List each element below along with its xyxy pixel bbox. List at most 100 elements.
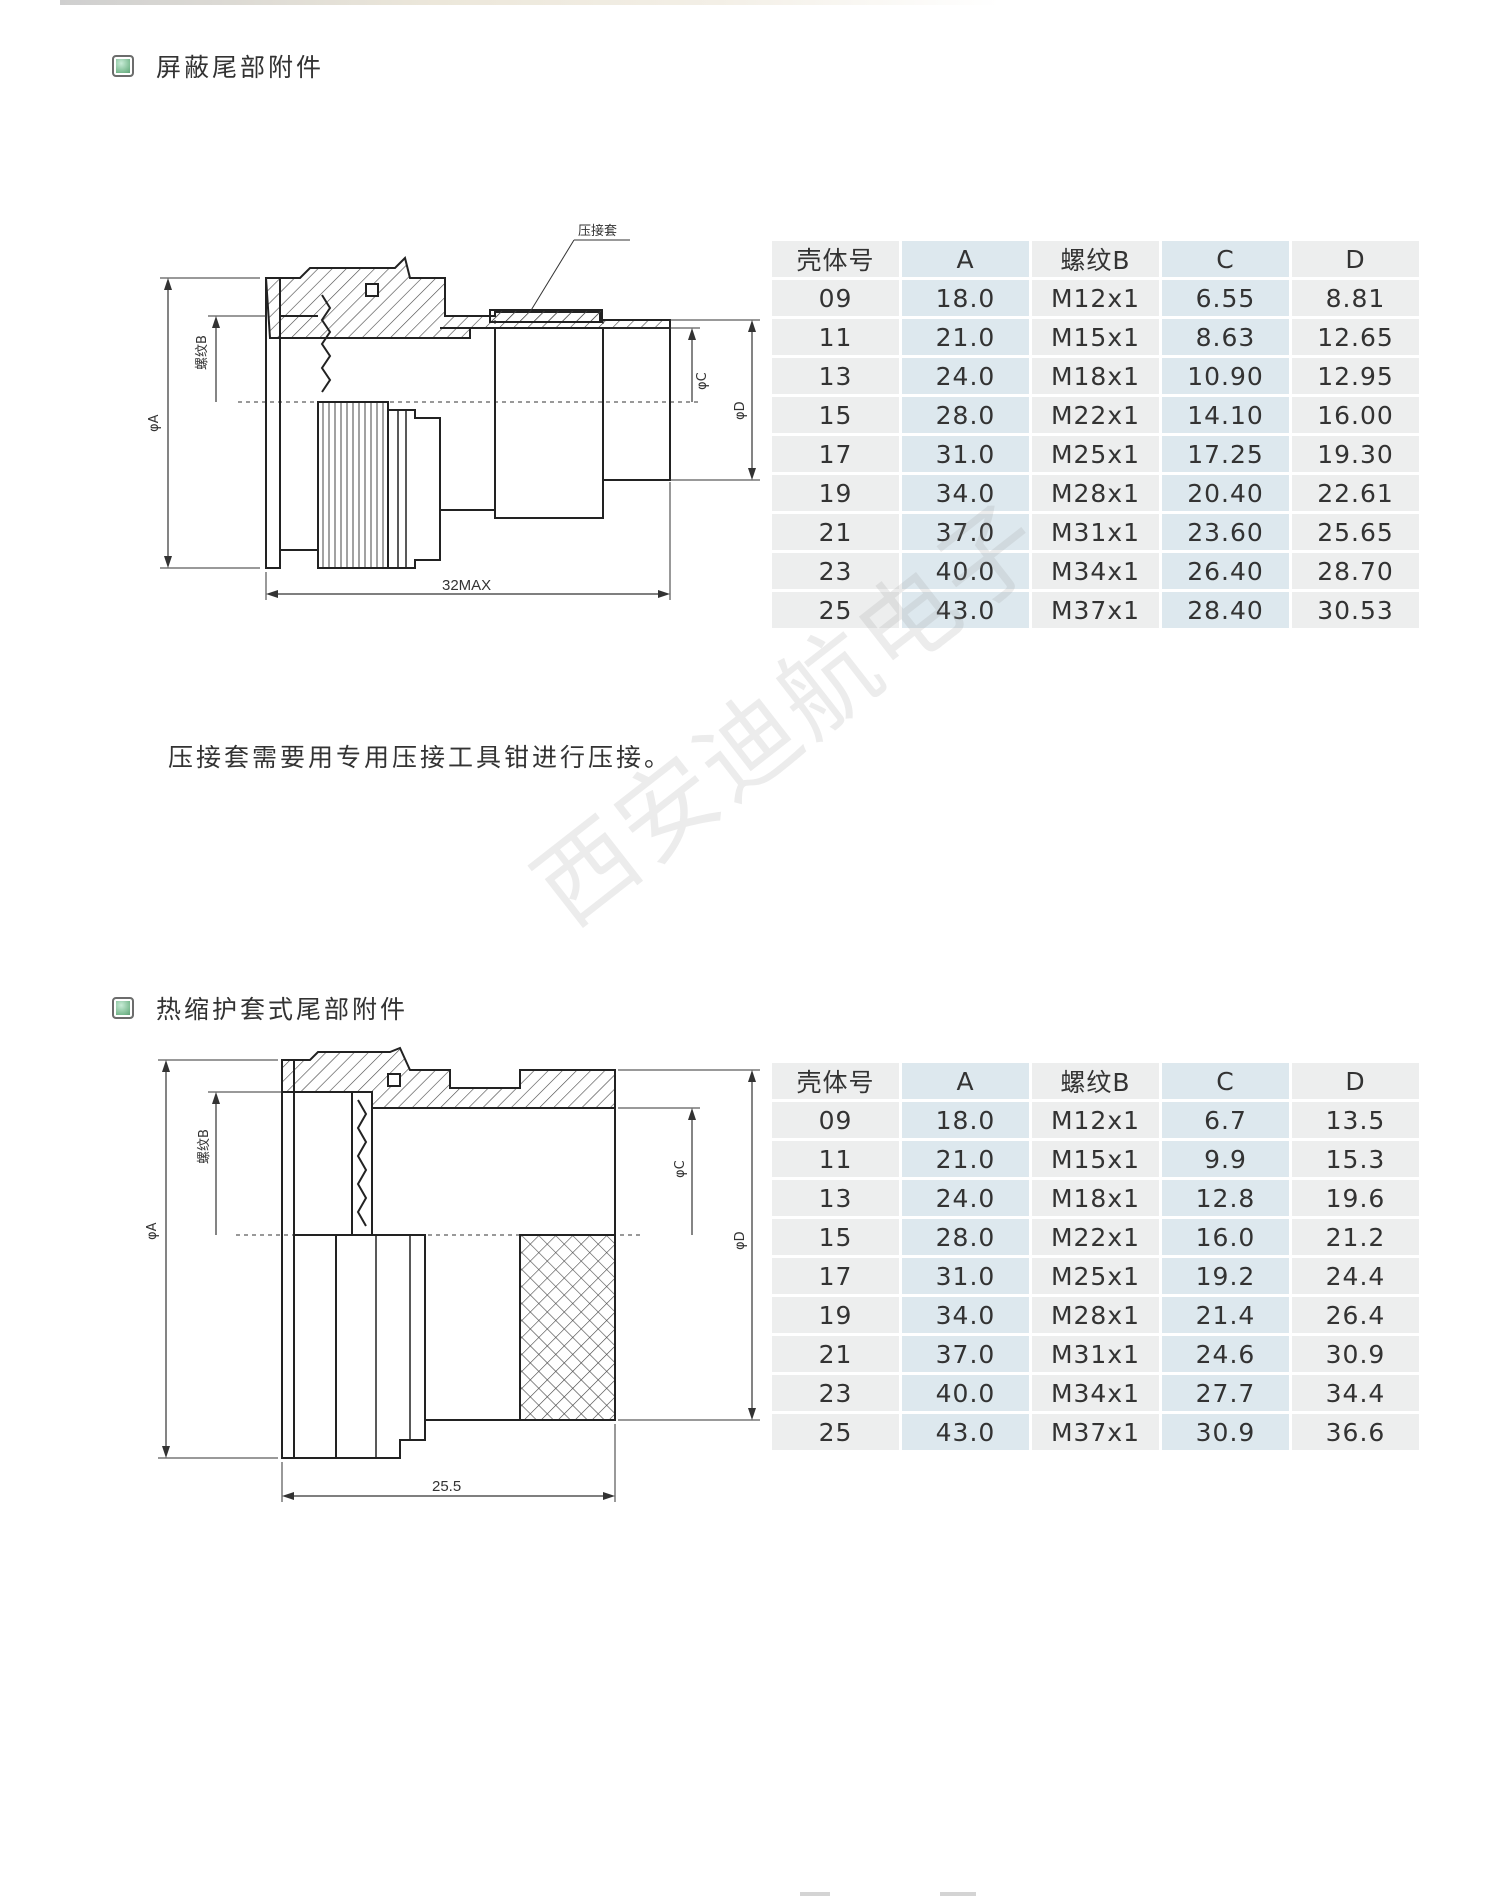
header-c: C <box>1162 1063 1289 1099</box>
cell: M22x1 <box>1032 1219 1159 1255</box>
cell: M25x1 <box>1032 1258 1159 1294</box>
cell: 12.95 <box>1292 358 1419 394</box>
cell: M28x1 <box>1032 475 1159 511</box>
cell: 11 <box>772 1141 899 1177</box>
cell: 24.0 <box>902 358 1029 394</box>
cell: 28.0 <box>902 1219 1029 1255</box>
cell: 36.6 <box>1292 1414 1419 1450</box>
header-thread-b: 螺纹B <box>1032 241 1159 277</box>
cell: 13.5 <box>1292 1102 1419 1138</box>
cell: 9.9 <box>1162 1141 1289 1177</box>
header-d: D <box>1292 1063 1419 1099</box>
cell: 17 <box>772 436 899 472</box>
header-thread-b: 螺纹B <box>1032 1063 1159 1099</box>
page-edge-mark <box>940 1892 976 1896</box>
length-label: 25.5 <box>432 1478 461 1495</box>
cell: 40.0 <box>902 1375 1029 1411</box>
cell: 40.0 <box>902 553 1029 589</box>
cell: M15x1 <box>1032 319 1159 355</box>
cell: 28.0 <box>902 397 1029 433</box>
cell: 26.40 <box>1162 553 1289 589</box>
cell: 23.60 <box>1162 514 1289 550</box>
thread-b-label: 螺纹B <box>197 1129 212 1164</box>
cell: 17.25 <box>1162 436 1289 472</box>
cell: 15 <box>772 1219 899 1255</box>
cell: 24.6 <box>1162 1336 1289 1372</box>
cell: 27.7 <box>1162 1375 1289 1411</box>
header-d: D <box>1292 241 1419 277</box>
cell: M37x1 <box>1032 592 1159 628</box>
cell: 31.0 <box>902 1258 1029 1294</box>
cell: 26.4 <box>1292 1297 1419 1333</box>
cell: 13 <box>772 1180 899 1216</box>
cell: 43.0 <box>902 1414 1029 1450</box>
section-title-heatshrink: 热缩护套式尾部附件 <box>112 990 408 1026</box>
cell: M18x1 <box>1032 358 1159 394</box>
cell: 16.00 <box>1292 397 1419 433</box>
cell: 6.55 <box>1162 280 1289 316</box>
cell: 19 <box>772 1297 899 1333</box>
cell: 24.0 <box>902 1180 1029 1216</box>
cell: M37x1 <box>1032 1414 1159 1450</box>
crimp-note: 压接套需要用专用压接工具钳进行压接。 <box>168 743 673 772</box>
cell: 11 <box>772 319 899 355</box>
top-decorative-strip <box>60 0 1000 5</box>
cell: M18x1 <box>1032 1180 1159 1216</box>
cell: 8.81 <box>1292 280 1419 316</box>
cell: M22x1 <box>1032 397 1159 433</box>
cell: 23 <box>772 1375 899 1411</box>
header-shell-no: 壳体号 <box>772 1063 899 1099</box>
cell: 34.0 <box>902 1297 1029 1333</box>
dia-a-label: φA <box>145 1222 160 1240</box>
section-title-text: 屏蔽尾部附件 <box>156 53 325 82</box>
cell: 20.40 <box>1162 475 1289 511</box>
cell: 28.40 <box>1162 592 1289 628</box>
cell: 19 <box>772 475 899 511</box>
page-edge-mark <box>800 1892 830 1896</box>
cell: 21 <box>772 514 899 550</box>
cell: 25.65 <box>1292 514 1419 550</box>
cell: 15.3 <box>1292 1141 1419 1177</box>
table-header-row: 壳体号 A 螺纹B C D <box>772 241 1419 277</box>
header-c: C <box>1162 241 1289 277</box>
cell: M25x1 <box>1032 436 1159 472</box>
cell: 34.4 <box>1292 1375 1419 1411</box>
dia-c-label: φC <box>673 1160 688 1178</box>
cell: 28.70 <box>1292 553 1419 589</box>
cell: M31x1 <box>1032 514 1159 550</box>
cell: 25 <box>772 592 899 628</box>
cell: 15 <box>772 397 899 433</box>
cell: 34.0 <box>902 475 1029 511</box>
cell: 17 <box>772 1258 899 1294</box>
cell: 16.0 <box>1162 1219 1289 1255</box>
cell: 6.7 <box>1162 1102 1289 1138</box>
cell: 18.0 <box>902 280 1029 316</box>
cell: 19.2 <box>1162 1258 1289 1294</box>
crimp-sleeve-label: 压接套 <box>578 223 617 239</box>
dia-d-label: φD <box>733 401 748 420</box>
cell: 12.65 <box>1292 319 1419 355</box>
dia-a-label: φA <box>147 414 162 432</box>
heatshrink-accessory-drawing: 螺纹B φA φC φD 25.5 <box>140 1040 780 1510</box>
header-shell-no: 壳体号 <box>772 241 899 277</box>
dia-d-label: φD <box>733 1231 748 1250</box>
section-title-shield: 屏蔽尾部附件 <box>112 48 324 84</box>
cell: M12x1 <box>1032 280 1159 316</box>
cell: 18.0 <box>902 1102 1029 1138</box>
